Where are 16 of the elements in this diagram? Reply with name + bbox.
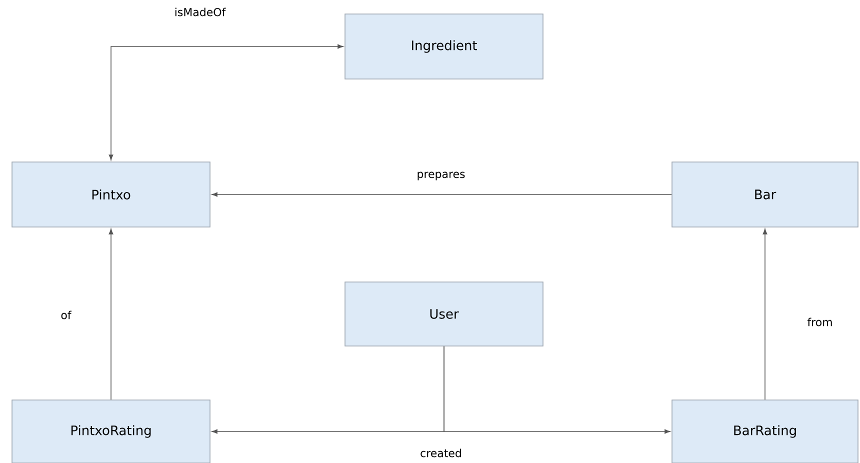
edge-label: created	[419, 448, 463, 458]
arrow	[444, 346, 670, 434]
edge-label: isMadeOf	[173, 6, 227, 18]
arrow	[212, 192, 672, 197]
class-box: Bar	[672, 162, 858, 228]
arrow	[108, 228, 114, 400]
arrow	[762, 228, 768, 400]
class-box: BarRating	[672, 400, 858, 463]
class-box: Ingredient	[344, 14, 544, 80]
class-box: User	[344, 282, 544, 346]
edge-label: prepares	[416, 170, 466, 182]
edge-label: from	[806, 316, 834, 328]
class-box: PintxoRating	[12, 400, 210, 463]
arrow	[108, 44, 344, 160]
class-box: Pintxo	[12, 162, 210, 228]
edge-label: of	[60, 310, 72, 320]
